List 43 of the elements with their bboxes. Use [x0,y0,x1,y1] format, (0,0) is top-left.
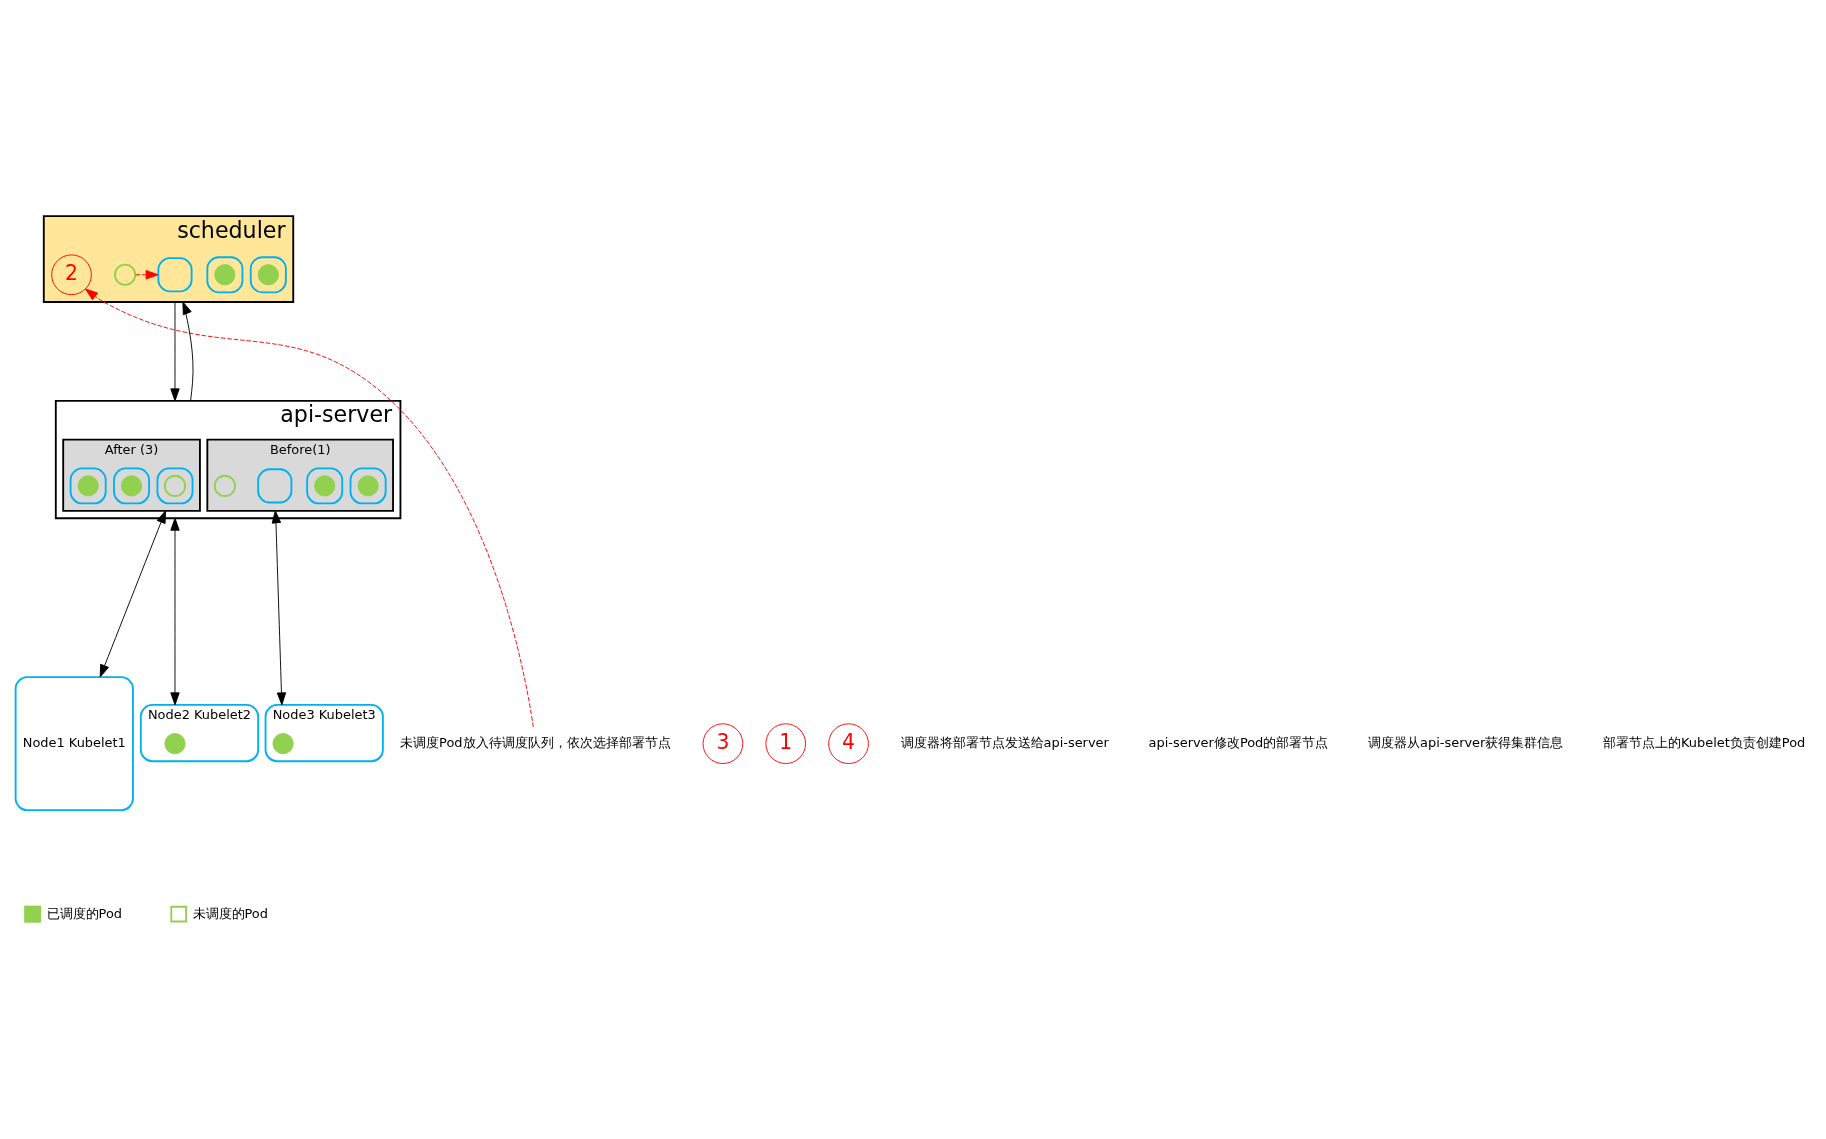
cluster [113,467,151,505]
node-circle [257,264,279,286]
cluster [349,467,387,505]
arrow [182,301,194,402]
node-circle: 1 [765,723,807,764]
cluster: Node2 Kubelet2 [139,703,260,763]
node-box [257,468,293,504]
node-circle [164,733,186,755]
node-circle [357,475,379,497]
cluster [206,256,244,294]
arrow [99,510,166,678]
legend-label: 未调度的Pod [192,905,268,921]
arrow [170,301,180,402]
node-circle [120,475,143,497]
arrow [170,517,180,706]
label: api-server修改Pod的部署节点 [1148,735,1329,751]
label: 调度器从api-server获得集群信息 [1368,735,1564,751]
node-circle [77,475,99,497]
node-circle [214,264,236,286]
node-circle [213,474,236,497]
cluster [69,467,107,505]
node-text: 未调度Pod放入待调度队列，依次选择部署节点 [400,735,671,751]
label: 调度器将部署节点发送给api-server [900,735,1109,751]
arrow [85,288,534,728]
node-box [157,257,193,293]
node-circle: 2 [51,254,92,296]
cluster [156,467,194,505]
node-circle [163,474,187,497]
label: 部署节点上的Kubelet负责创建Pod [1603,735,1806,751]
cluster [306,467,344,505]
node-box: Node1 Kubelet1 [14,676,134,812]
cluster [249,256,287,294]
cluster: Before(1) [206,438,394,512]
legend-label: 已调度的Pod [46,905,123,921]
node-circle [272,733,294,755]
node-circle: 3 [702,723,744,764]
cluster: Node3 Kubelet3 [264,703,384,763]
arrow [271,510,287,706]
node-circle: 4 [828,723,869,764]
cluster: After (3) [62,438,201,512]
node-circle [114,263,137,286]
arrow [135,270,159,280]
node-circle [314,475,336,497]
